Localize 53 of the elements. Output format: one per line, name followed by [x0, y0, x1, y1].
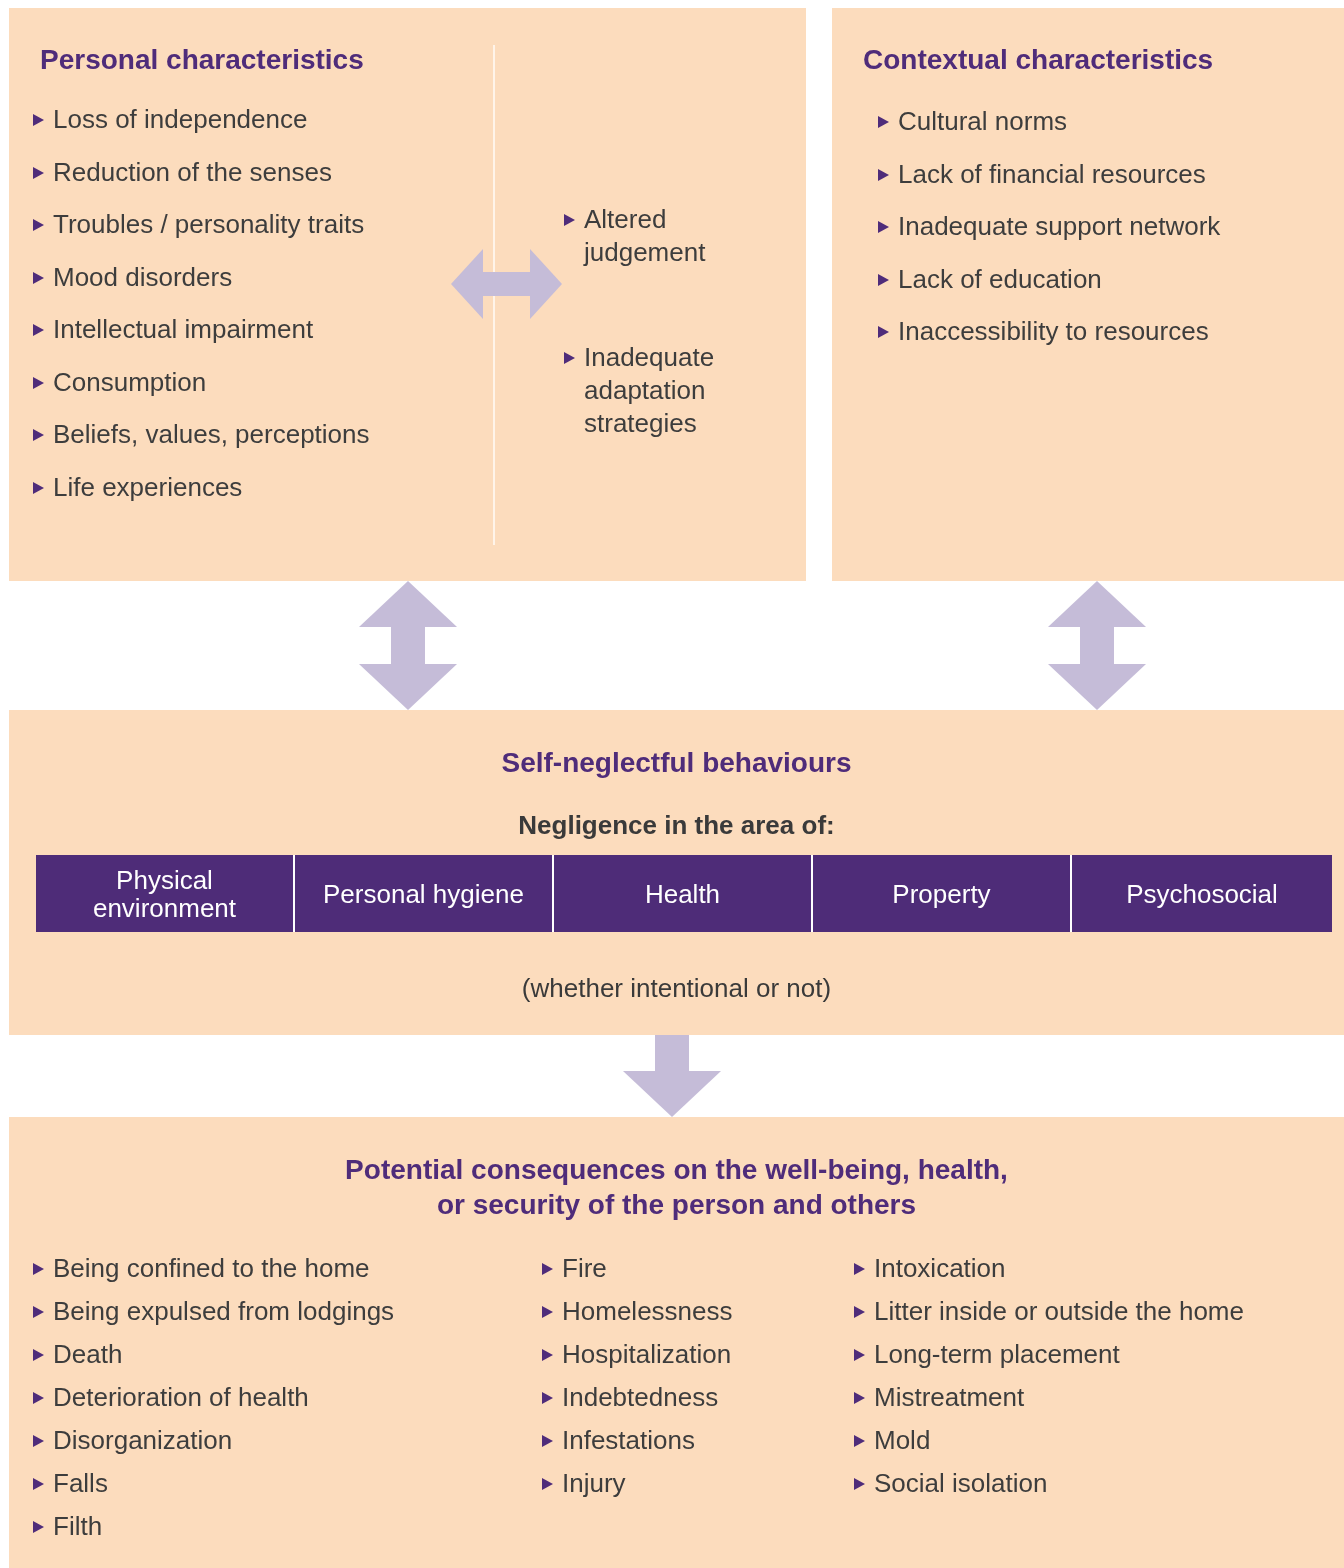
- category-cell: Physical environment: [36, 855, 295, 932]
- category-cell: Property: [813, 855, 1072, 932]
- list-item: Troubles / personality traits: [31, 208, 451, 241]
- panel: [9, 710, 1344, 1035]
- list-item: Mold: [852, 1424, 1244, 1457]
- list-item: Fire: [540, 1252, 733, 1285]
- list-item: Falls: [31, 1467, 395, 1500]
- list-item: Indebtedness: [540, 1381, 733, 1414]
- list-item: Filth: [31, 1510, 395, 1543]
- list-item: Cultural norms: [876, 105, 1316, 138]
- list-item: Litter inside or outside the home: [852, 1295, 1244, 1328]
- panel: [9, 1117, 1344, 1568]
- list-item: Inadequate support network: [876, 210, 1316, 243]
- list-item: Mood disorders: [31, 260, 451, 294]
- list-item: Altered judgement: [562, 203, 772, 269]
- panel-heading: Self-neglectful behaviours: [500, 746, 853, 780]
- category-cell: Personal hygiene: [295, 855, 554, 932]
- list-item: Disorganization: [31, 1424, 395, 1457]
- category-cell: Health: [554, 855, 813, 932]
- panel-heading: Potential consequences on the well-being, health, or security of the person and others: [344, 1153, 1009, 1222]
- list-item: Hospitalization: [540, 1338, 733, 1371]
- list-item: Being expulsed from lodgings: [31, 1295, 395, 1328]
- list-item: Long-term placement: [852, 1338, 1244, 1371]
- panel-heading: Personal characteristics: [40, 43, 364, 77]
- list-item: Deterioration of health: [31, 1381, 395, 1414]
- list-item: Injury: [540, 1467, 733, 1500]
- subheading: Negligence in the area of:: [517, 809, 836, 841]
- list-item: Mistreatment: [852, 1381, 1244, 1414]
- panel: [832, 8, 1344, 581]
- list-item: Social isolation: [852, 1467, 1244, 1500]
- list-item: Inaccessibility to resources: [876, 315, 1316, 348]
- list-item: Consumption: [31, 365, 451, 399]
- block-arrow: [1048, 581, 1146, 710]
- list-item: Beliefs, values, perceptions: [31, 418, 451, 451]
- block-arrow: [451, 249, 562, 319]
- list-item: Life experiences: [31, 470, 451, 504]
- list-item: Being confined to the home: [31, 1252, 395, 1285]
- list-item: Inadequate adaptation strategies: [562, 341, 772, 440]
- note: (whether intentional or not): [520, 972, 833, 1004]
- panel-heading: Contextual characteristics: [863, 43, 1214, 77]
- category-cell: Psychosocial: [1072, 855, 1332, 932]
- list-item: Lack of education: [876, 262, 1316, 296]
- block-arrow: [359, 581, 457, 710]
- list-item: Homelessness: [540, 1295, 733, 1328]
- block-arrow: [623, 1035, 721, 1117]
- list-item: Intellectual impairment: [31, 313, 451, 346]
- list-item: Death: [31, 1338, 395, 1371]
- list-item: Intoxication: [852, 1252, 1244, 1285]
- panel: [9, 8, 806, 581]
- list-item: Infestations: [540, 1424, 733, 1457]
- list-item: Reduction of the senses: [31, 155, 451, 189]
- list-item: Lack of financial resources: [876, 157, 1316, 191]
- list-item: Loss of independence: [31, 103, 451, 136]
